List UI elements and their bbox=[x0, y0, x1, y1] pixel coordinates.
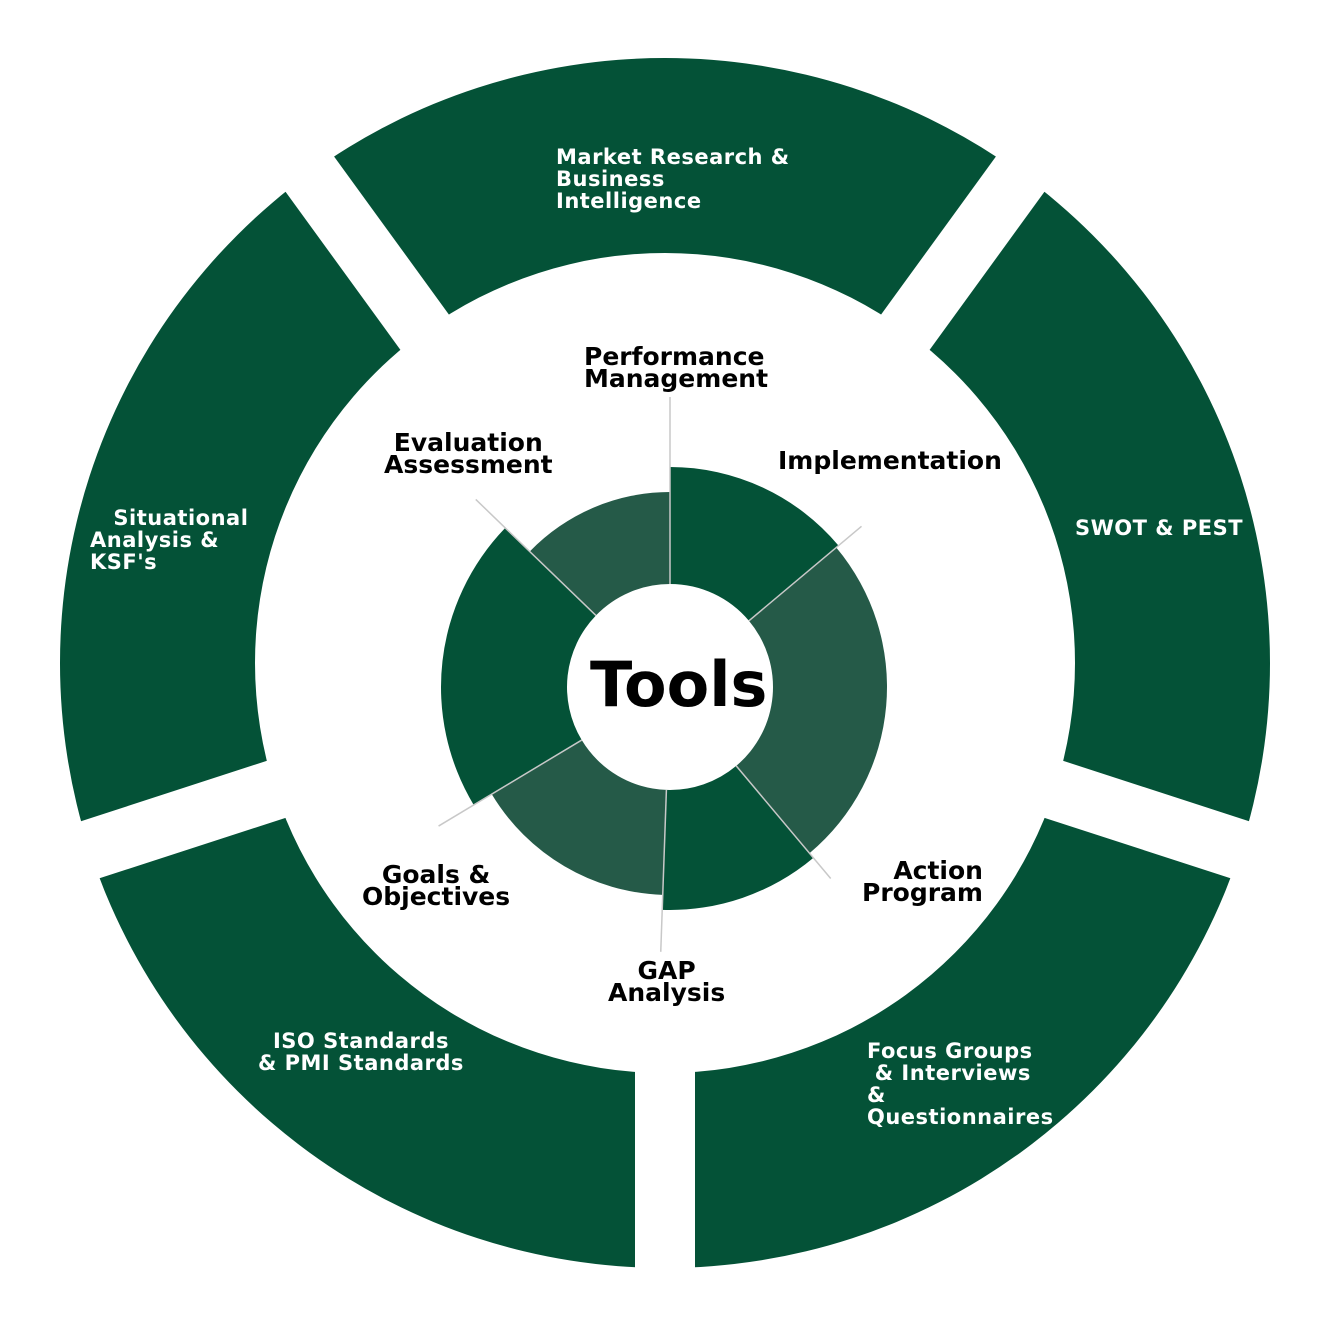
outer-segment bbox=[59, 173, 425, 850]
leader-line bbox=[748, 525, 862, 622]
outer-segment bbox=[309, 57, 1021, 332]
leader-line bbox=[475, 498, 597, 616]
leader-line bbox=[660, 789, 668, 952]
outer-label-iso-pmi: ISO Standards & PMI Standards bbox=[258, 1029, 464, 1075]
inner-segment bbox=[491, 740, 667, 895]
inner-label-evaluation-assessment: Evaluation Assessment bbox=[384, 428, 553, 479]
outer-segment bbox=[665, 789, 1241, 1268]
leader-line bbox=[735, 765, 832, 879]
leader-line bbox=[438, 739, 583, 827]
inner-segment bbox=[736, 547, 887, 854]
outer-label-focus-groups: Focus Groups & Interviews & Questionnair… bbox=[867, 1039, 1054, 1129]
inner-label-implementation: Implementation bbox=[778, 446, 1002, 475]
outer-gap bbox=[264, 127, 466, 374]
outer-gap bbox=[47, 751, 313, 890]
outer-segment bbox=[905, 173, 1270, 850]
inner-label-gap-analysis: GAP Analysis bbox=[608, 956, 726, 1007]
inner-label-goals-objectives: Goals & Objectives bbox=[362, 860, 511, 911]
outer-gap bbox=[864, 127, 1066, 374]
inner-label-performance-management: Performance Management bbox=[584, 342, 769, 393]
outer-label-swot-pest: SWOT & PEST bbox=[1075, 516, 1244, 540]
inner-segment bbox=[662, 765, 814, 911]
outer-label-situational-analysis: Situational Analysis & KSF's bbox=[90, 506, 249, 574]
outer-segment bbox=[89, 789, 665, 1268]
inner-segment bbox=[670, 467, 839, 621]
outer-label-market-research: Market Research & Business Intelligence bbox=[556, 145, 790, 213]
center-label-tools: Tools bbox=[590, 648, 768, 721]
inner-label-action-program: Action Program bbox=[862, 856, 983, 907]
inner-segment bbox=[440, 527, 596, 805]
center-circle bbox=[568, 585, 772, 789]
outer-gap bbox=[1017, 751, 1283, 890]
